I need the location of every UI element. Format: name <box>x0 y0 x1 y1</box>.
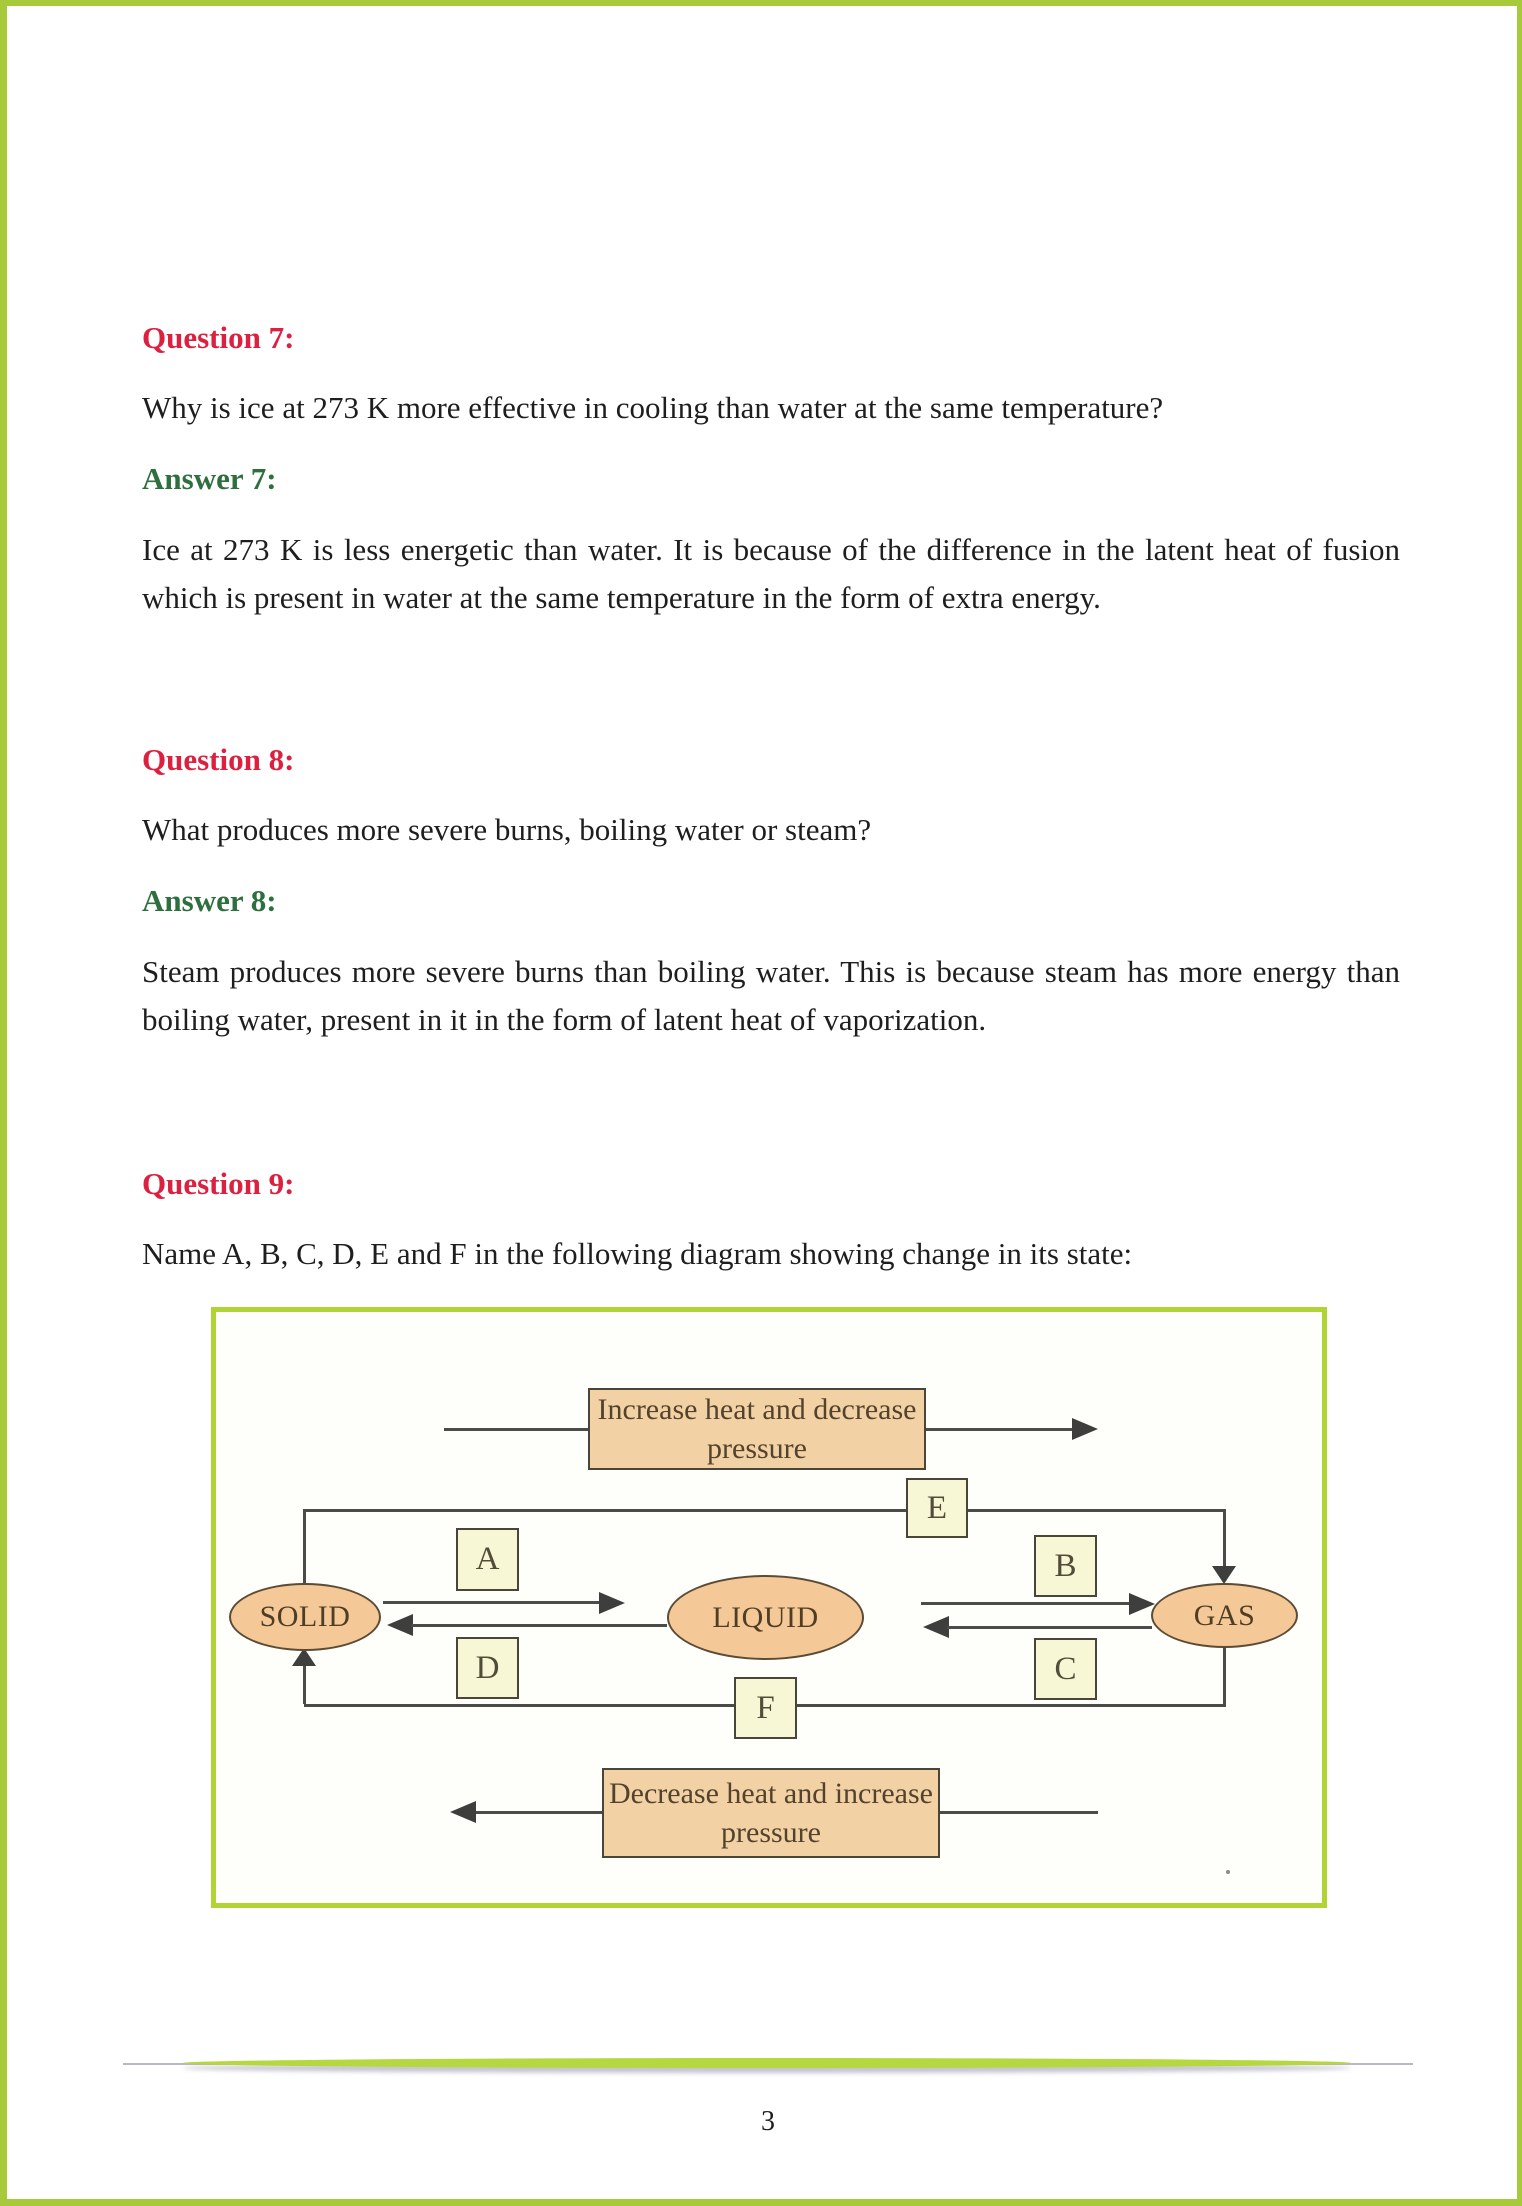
liquid-node: LIQUID <box>667 1575 864 1660</box>
liquid-to-gas-line <box>921 1602 1131 1605</box>
label-box-e: E <box>906 1478 968 1538</box>
arrow-left-icon <box>387 1614 413 1636</box>
sublimation-right-line <box>1223 1509 1226 1569</box>
solid-to-liquid-line <box>383 1601 601 1604</box>
answer-7-label: Answer 7: <box>142 461 277 496</box>
state-change-diagram: Increase heat and decrease pressure E F … <box>211 1307 1327 1908</box>
question-9-label: Question 9: <box>142 1166 295 1201</box>
deposition-left-line <box>303 1665 306 1704</box>
liquid-to-solid-line <box>411 1624 667 1627</box>
arrow-right-icon <box>1129 1593 1155 1615</box>
gas-node: GAS <box>1151 1583 1298 1648</box>
arrow-left-icon <box>923 1616 949 1638</box>
arrow-up-icon <box>292 1648 316 1666</box>
arrow-right-icon <box>599 1592 625 1614</box>
label-box-f: F <box>734 1677 797 1739</box>
page-number: 3 <box>761 2106 775 2137</box>
liquid-label: LIQUID <box>712 1600 819 1634</box>
answer-8-paragraph: Steam produces more severe burns than bo… <box>142 954 1400 1037</box>
label-f: F <box>756 1689 775 1726</box>
question-7-label: Question 7: <box>142 320 295 355</box>
gas-label: GAS <box>1193 1598 1256 1632</box>
arrow-down-icon <box>1212 1566 1236 1584</box>
sublimation-left-line <box>303 1509 306 1585</box>
label-a: A <box>475 1541 500 1577</box>
label-box-d: D <box>456 1637 519 1699</box>
solid-node: SOLID <box>229 1583 381 1651</box>
label-c: C <box>1054 1650 1077 1687</box>
decrease-heat-label: Decrease heat and increase pressure <box>609 1777 933 1849</box>
label-box-a: A <box>456 1528 519 1591</box>
label-b: B <box>1054 1547 1077 1584</box>
decrease-heat-box: Decrease heat and increase pressure <box>602 1768 940 1858</box>
deposition-right-line <box>1223 1647 1226 1704</box>
label-box-b: B <box>1034 1535 1097 1597</box>
question-9-text: Name A, B, C, D, E and F in the followin… <box>142 1236 1133 1271</box>
label-e: E <box>926 1489 948 1526</box>
question-8-text: What produces more severe burns, boiling… <box>142 812 872 847</box>
answer-7-paragraph: Ice at 273 K is less energetic than wate… <box>142 532 1400 615</box>
question-7-text: Why is ice at 273 K more effective in co… <box>142 390 1164 425</box>
arrow-right-icon <box>1072 1418 1098 1440</box>
question-8-label: Question 8: <box>142 742 295 777</box>
sublimation-top-line <box>304 1509 1226 1512</box>
label-d: D <box>475 1649 500 1686</box>
increase-heat-box: Increase heat and decrease pressure <box>588 1388 926 1470</box>
answer-8-label: Answer 8: <box>142 883 277 918</box>
label-box-c: C <box>1034 1638 1097 1700</box>
print-speck <box>1226 1870 1230 1874</box>
solid-label: SOLID <box>259 1600 351 1633</box>
arrow-left-icon <box>450 1801 476 1823</box>
footer-divider <box>183 2058 1351 2068</box>
gas-to-liquid-line <box>947 1626 1152 1629</box>
increase-heat-label: Increase heat and decrease pressure <box>597 1393 917 1465</box>
